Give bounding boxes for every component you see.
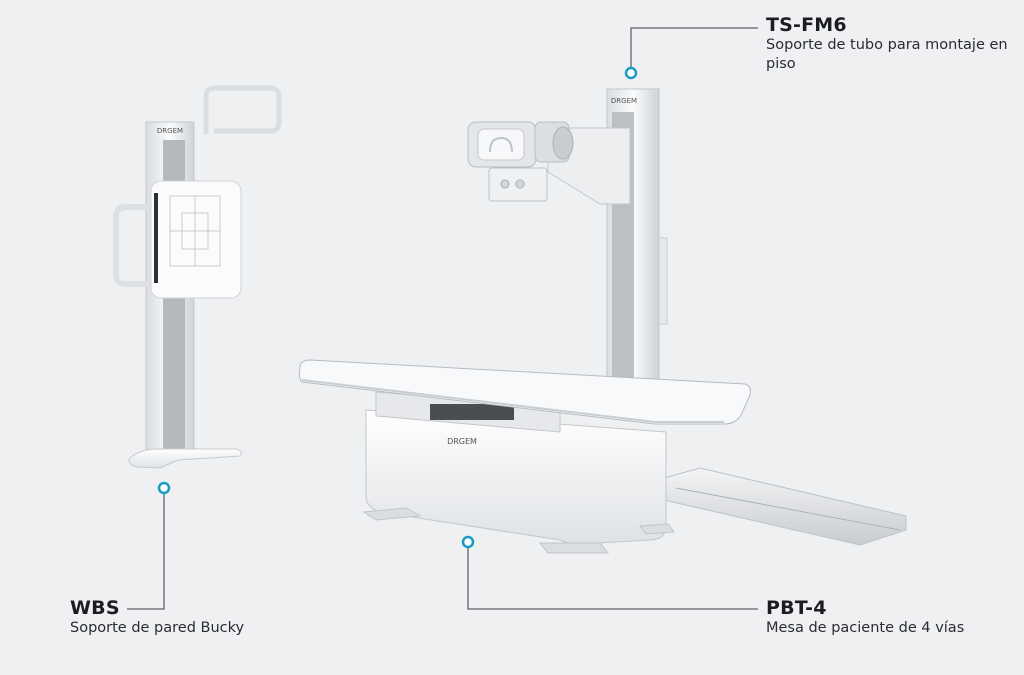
leader-pbt4 [461,535,758,610]
wall-bucky-stand: DRGEM [113,85,282,469]
product-description: Soporte de pared Bucky [70,620,245,636]
top-handle [203,85,282,134]
callout-wbs: WBS Soporte de pared Bucky [70,597,310,638]
tube-stand-brand-label: DRGEM [611,97,637,105]
floor-rail [663,467,907,546]
detector-panel [150,180,242,299]
table-brand-label: DRGEM [447,437,477,446]
leader-tsfm6 [624,27,758,80]
callout-ts-fm6: TS-FM6 Soporte de tubo para montaje en p… [766,14,1016,74]
product-description: Mesa de paciente de 4 vías [766,620,965,636]
stand-base [128,448,242,469]
table-base [365,409,667,545]
stand-brand-label: DRGEM [157,127,183,135]
product-code: TS-FM6 [766,14,847,36]
marker-tsfm6 [624,66,638,80]
marker-wbs [157,481,171,495]
product-code: WBS [70,597,120,619]
patient-table: DRGEM [298,359,907,554]
leader-wbs [127,481,171,610]
product-description: Soporte de tubo para montaje en piso [766,37,1008,72]
product-code: PBT-4 [766,597,827,619]
side-handle [113,204,156,287]
tabletop [298,359,751,425]
callout-pbt-4: PBT-4 Mesa de paciente de 4 vías [766,597,1016,638]
tube-stand: DRGEM [467,88,668,390]
marker-pbt4 [461,535,475,549]
